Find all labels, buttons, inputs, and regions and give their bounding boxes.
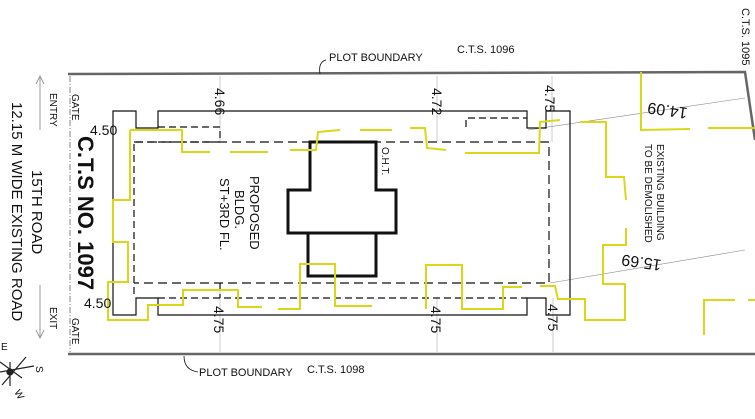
exit-label: EXIT <box>47 307 58 329</box>
dim-left-top: 4.50 <box>90 122 117 138</box>
gate-top-label: GATE <box>69 94 80 121</box>
dim-bottom-1: 4.75 <box>211 306 227 333</box>
proposed-line-3: ST+3RD FL. <box>217 178 232 251</box>
leader-top <box>319 59 327 75</box>
compass-s: S <box>33 366 44 373</box>
plot-boundary-bottom-label: PLOT BOUNDARY <box>199 367 293 379</box>
existing-building-outline <box>107 72 755 335</box>
exit-arrow-icon <box>35 285 45 340</box>
entry-label: ENTRY <box>47 93 58 127</box>
dim-bottom-2: 4.75 <box>428 306 444 333</box>
existing-line-2: TO BE DEMOLISHED <box>642 144 653 243</box>
leader-bottom <box>183 355 199 373</box>
proposed-line-2: BLDG. <box>232 190 247 229</box>
compass-e: E <box>1 342 8 353</box>
entry-arrow-icon <box>35 74 45 130</box>
gate-bottom-label: GATE <box>69 318 80 345</box>
dim-top-2: 4.72 <box>429 88 445 115</box>
road-name-label: 15TH ROAD <box>28 170 45 254</box>
dim-top-3: 4.75 <box>542 85 558 112</box>
cts-right-label: C.T.S. 1095 <box>739 8 751 65</box>
dim-diag-bottom: 15.69 <box>620 250 662 272</box>
oht-label: O.H.T. <box>379 147 390 175</box>
plot-boundary <box>67 70 755 356</box>
road-width-label: 12.15 M WIDE EXISTING ROAD <box>8 102 25 321</box>
core-outline <box>286 140 398 278</box>
plot-boundary-top-label: PLOT BOUNDARY <box>329 52 423 64</box>
dim-bottom-3: 4.75 <box>545 304 561 331</box>
dim-top-1: 4.66 <box>212 88 228 115</box>
compass-w: W <box>11 388 26 402</box>
cts-1096-label: C.T.S. 1096 <box>457 44 514 56</box>
compass-icon <box>0 356 35 386</box>
existing-line-1: EXISTING BUILDING <box>654 144 665 241</box>
cts-1098-label: C.T.S. 1098 <box>307 364 364 376</box>
proposed-line-1: PROPOSED <box>247 176 262 250</box>
proposed-building-outline <box>112 110 571 316</box>
dim-left-bottom: 4.50 <box>84 295 111 311</box>
dim-diag-top: 14.09 <box>646 98 688 120</box>
cts-main-label: C.T.S NO. 1097 <box>73 136 98 290</box>
